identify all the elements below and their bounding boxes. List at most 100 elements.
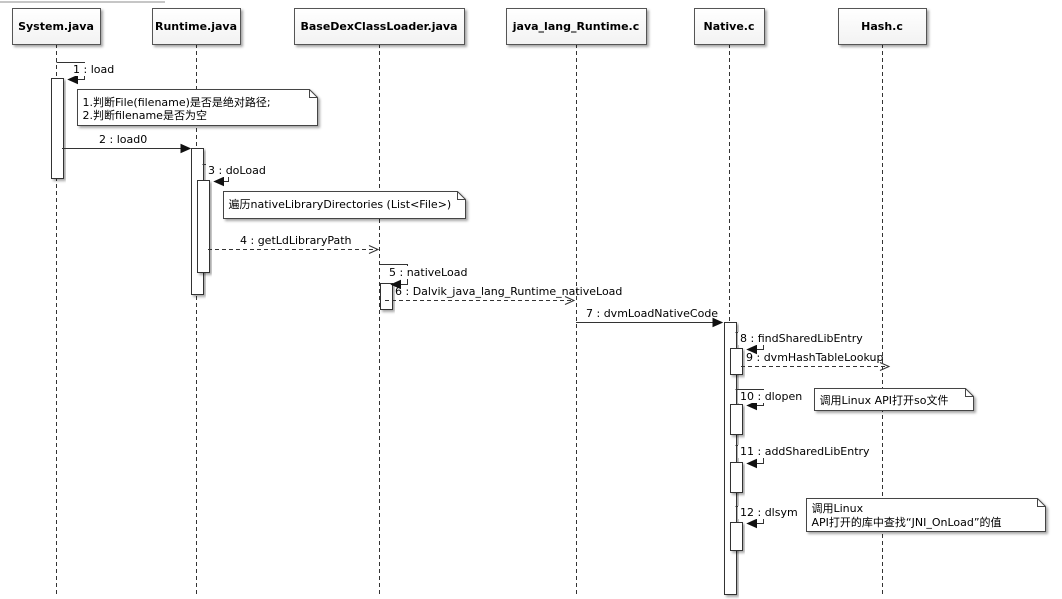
message-dvmLoadNativeCode: 7 : dvmLoadNativeCode [576, 307, 724, 328]
participant-native: Native.c [694, 8, 765, 45]
message-label: 2 : load0 [99, 133, 147, 146]
activation-system [51, 78, 64, 179]
message-label: 3 : doLoad [208, 164, 266, 177]
note-fold [965, 388, 974, 397]
participant-label: java_lang_Runtime.c [512, 20, 639, 33]
label-bg [71, 63, 117, 76]
message-number: 3 [208, 164, 215, 177]
message-number: 5 [389, 266, 396, 279]
arrowhead [712, 317, 724, 328]
message-number: 1 [73, 63, 80, 76]
message-label: 7 : dvmLoadNativeCode [586, 307, 718, 320]
activation-native [730, 522, 743, 551]
message-number: 7 [586, 307, 593, 320]
note-text: 1.判断File(filename)是否是绝对路径; [83, 95, 271, 109]
note: 调用Linux API打开so文件 [814, 388, 974, 411]
message-separator: : [106, 133, 117, 146]
label-bg [387, 266, 470, 279]
message-load: 1 : load [56, 62, 117, 85]
participant-box [838, 8, 927, 45]
message-addSharedLibEntry: 11 : addSharedLibEntry [735, 445, 873, 469]
message-Dalvik_java_lang_Runtime_nativeLoad: 6 : Dalvik_java_lang_Runtime_nativeLoad [385, 285, 622, 305]
message-number: 9 [746, 351, 753, 364]
arrowhead [368, 245, 380, 254]
message-separator: : [754, 445, 765, 458]
activation-runtime [197, 180, 210, 273]
message-name: load0 [117, 133, 148, 146]
note-text: 2.判断filename是否为空 [83, 108, 207, 122]
note-body [814, 388, 974, 411]
label-bg [738, 506, 800, 519]
message-label: 1 : load [73, 63, 114, 76]
message-number: 8 [740, 332, 747, 345]
note: 1.判断File(filename)是否是绝对路径;2.判断filename是否… [77, 89, 318, 126]
arrowhead [564, 296, 576, 305]
message-name: load [91, 63, 115, 76]
participant-box [694, 8, 765, 45]
message-dlopen: 10 : dlopen [735, 389, 805, 411]
message-label: 11 : addSharedLibEntry [740, 445, 870, 458]
message-doLoad: 3 : doLoad [202, 164, 268, 187]
message-name: getLdLibraryPath [258, 234, 352, 247]
participant-system: System.java [12, 8, 101, 45]
note-text: 调用Linux [812, 502, 864, 515]
participant-jlr: java_lang_Runtime.c [506, 8, 647, 45]
arrowhead [213, 176, 224, 187]
message-number: 4 [240, 234, 247, 247]
message-label: 6 : Dalvik_java_lang_Runtime_nativeLoad [395, 285, 622, 298]
arrowhead [746, 518, 757, 529]
activation-native [730, 462, 743, 493]
participant-box [152, 8, 241, 45]
note-body [77, 89, 318, 126]
message-separator: : [80, 63, 91, 76]
participant-basedex: BaseDexClassLoader.java [294, 8, 465, 45]
participant-label: BaseDexClassLoader.java [300, 20, 457, 33]
participant-label: Runtime.java [155, 20, 237, 33]
note-fold [309, 89, 318, 98]
participant-box [294, 8, 465, 45]
label-bg [738, 390, 805, 403]
message-separator: : [754, 506, 765, 519]
participant-label: System.java [18, 20, 94, 33]
participant-hash: Hash.c [838, 8, 927, 45]
note-fold [1037, 498, 1046, 507]
arrowhead [390, 279, 401, 290]
message-name: findSharedLibEntry [758, 332, 864, 345]
message-separator: : [396, 266, 407, 279]
note-text: 遍历nativeLibraryDirectories (List<File>) [229, 198, 452, 211]
activation-native [730, 348, 743, 375]
label-bg [206, 164, 268, 177]
message-separator: : [754, 390, 765, 403]
message-load0: 2 : load0 [62, 133, 192, 154]
message-separator: : [402, 285, 413, 298]
message-name: dvmLoadNativeCode [604, 307, 719, 320]
message-number: 2 [99, 133, 106, 146]
message-label: 8 : findSharedLibEntry [740, 332, 863, 345]
message-separator: : [215, 164, 226, 177]
arrowhead [879, 362, 891, 371]
message-name: dvmHashTableLookup [764, 351, 884, 364]
arrowhead [746, 400, 757, 411]
label-bg [738, 332, 866, 345]
message-separator: : [753, 351, 764, 364]
message-number: 12 [740, 506, 754, 519]
message-name: doLoad [226, 164, 266, 177]
arrowhead [746, 344, 757, 355]
message-number: 6 [395, 285, 402, 298]
message-label: 10 : dlopen [740, 390, 802, 403]
arrowhead [746, 458, 757, 469]
message-name: addSharedLibEntry [765, 445, 870, 458]
activation-basedex [380, 283, 393, 310]
note-fold [457, 191, 466, 200]
message-separator: : [247, 234, 258, 247]
message-getLdLibraryPath: 4 : getLdLibraryPath [208, 234, 380, 254]
note-body [223, 191, 466, 219]
message-dvmHashTableLookup: 9 : dvmHashTableLookup [741, 351, 891, 371]
note: 遍历nativeLibraryDirectories (List<File>) [223, 191, 466, 219]
arrowhead [180, 143, 192, 154]
message-separator: : [747, 332, 758, 345]
message-label: 9 : dvmHashTableLookup [746, 351, 883, 364]
message-name: dlopen [765, 390, 803, 403]
